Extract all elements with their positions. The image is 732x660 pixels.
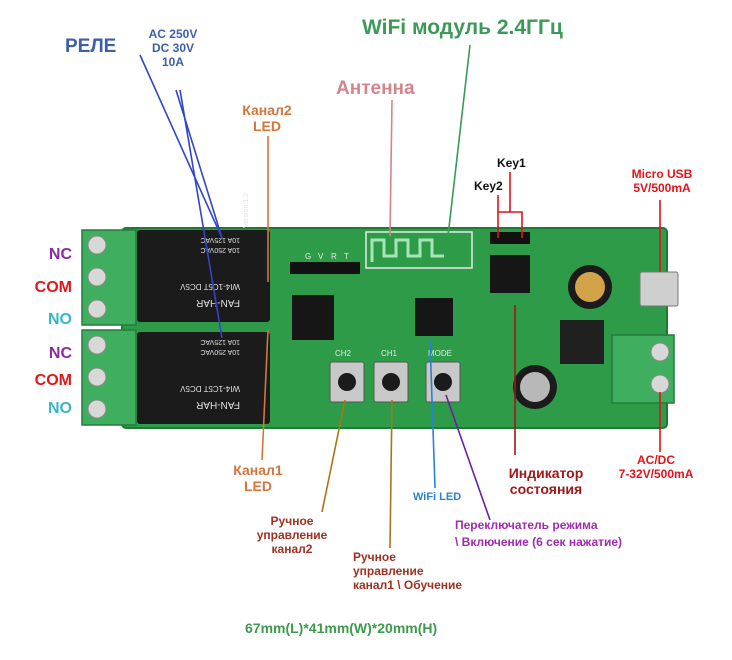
chip-wifi: [415, 298, 453, 336]
pin-header: [290, 262, 360, 274]
manual-ch1-label: Ручное управление канал1 \ Обучение: [353, 550, 463, 592]
relay-spec-line-3: 10A: [161, 54, 184, 69]
board-btn-label-ch1: CH1: [381, 349, 398, 358]
wifi-led-label: WiFi LED: [413, 491, 462, 503]
line-relay-top: [175, 89, 223, 239]
board-pin-r: R: [331, 252, 337, 261]
channel1-led-line-1: Канал1: [233, 462, 283, 478]
board-pin-g: G: [305, 252, 311, 261]
relay-top-rating-2: 10A 250VAC: [200, 246, 240, 253]
channel2-led-label: Канал2 LED: [232, 102, 302, 134]
mode-switch-label: Переключатель режима \ Включение (6 сек …: [455, 517, 622, 552]
key-pins: [490, 232, 530, 244]
terminal-screws: [87, 235, 107, 419]
terminal-2-no: NO: [48, 400, 72, 417]
channel1-led-label: Канал1 LED: [222, 462, 294, 494]
line-relay-bottom: [179, 89, 223, 339]
board-btn-label-mode: MODE: [428, 349, 452, 358]
manual-ch2-line-2: управление: [256, 527, 328, 542]
chip-right: [490, 255, 530, 293]
micro-usb-line-1: Micro USB: [631, 167, 693, 181]
power-input-line-1: AC/DC: [637, 453, 675, 467]
board-pin-v: V: [318, 252, 324, 261]
relay-spec-line-2: DC 30V: [151, 40, 195, 55]
relay-bottom-model: WI4-1C5T DC5V: [179, 384, 240, 393]
button-ch1: [373, 361, 409, 403]
micro-usb-label: Micro USB 5V/500mA: [617, 167, 707, 196]
terminal-2-com: COM: [34, 372, 72, 389]
power-screw-1: [650, 342, 670, 362]
pcb-edge: [121, 227, 668, 429]
mode-switch-line-1: Переключатель режима: [455, 518, 598, 532]
line-manual-ch2: [321, 399, 346, 513]
line-key1: [509, 172, 523, 238]
button-ch2: [329, 361, 365, 403]
line-ch1-led: [261, 329, 269, 461]
channel1-led-line-2: LED: [244, 478, 272, 495]
line-wifi-led: [429, 339, 436, 489]
key2-label: Key2: [474, 179, 503, 193]
manual-ch2-line-3: канал2: [271, 541, 313, 556]
terminal-1-no: NO: [48, 311, 72, 328]
relay-top-rating-1: 10A 125VAC: [200, 236, 240, 243]
capacitor-top-cap: [575, 272, 605, 302]
board-version: Version:1.2: [243, 193, 250, 228]
power-screw-2: [650, 374, 670, 394]
channel2-led-line-1: Канал2: [242, 102, 292, 118]
power-input-line-2: 7-32V/500mA: [618, 466, 694, 481]
relay-top-model: WI4-1C5T DC5V: [179, 282, 240, 291]
antenna-trace: [370, 238, 444, 262]
antenna-label: Антенна: [336, 78, 415, 99]
relay-spec-line-1: AC 250V: [148, 27, 198, 41]
status-indicator-line-1: Индикатор: [508, 465, 584, 481]
line-mode: [445, 394, 491, 521]
relay-bottom-rating-1: 10A 125VAC: [200, 338, 240, 345]
manual-ch1-line-2: управление: [353, 563, 424, 578]
line-antenna: [389, 99, 393, 237]
mode-switch-line-2: \ Включение (6 сек нажатие): [455, 535, 623, 550]
terminal-2-nc: NC: [48, 345, 72, 362]
manual-ch2-label: Ручное управление канал2: [252, 514, 332, 556]
relay-top-brand: FAN-HAR: [196, 297, 240, 308]
line-wifi-module: [447, 44, 471, 237]
relay-bottom: [137, 332, 270, 424]
relay-spec: AC 250V DC 30V 10A: [138, 27, 208, 69]
terminal-1-com: COM: [34, 279, 72, 296]
relay-label: РЕЛЕ: [65, 36, 117, 57]
board-pin-t: T: [344, 252, 349, 261]
board-btn-label-ch2: CH2: [335, 349, 352, 358]
key1-label: Key1: [497, 156, 526, 170]
status-indicator-line-2: состояния: [509, 481, 583, 498]
status-indicator-label: Индикатор состояния: [488, 465, 604, 497]
dimensions-label: 67mm(L)*41mm(W)*20mm(H): [245, 620, 438, 636]
relay-top: [137, 230, 270, 322]
manual-ch1-line-3: канал1 \ Обучение: [353, 577, 463, 592]
micro-usb-line-2: 5V/500mA: [633, 180, 691, 195]
chip-left: [292, 295, 334, 340]
relay-bottom-rating-2: 10A 250VAC: [200, 348, 240, 355]
title-label: WiFi модуль 2.4ГГц: [362, 16, 563, 39]
inductor: [560, 320, 604, 364]
capacitor-bottom-cap: [520, 372, 550, 402]
manual-ch1-line-1: Ручное: [353, 550, 396, 564]
micro-usb-port: [639, 271, 679, 307]
leader-lines: [139, 44, 661, 549]
channel2-led-line-2: LED: [253, 118, 281, 135]
relay-bottom-brand: FAN-HAR: [196, 399, 240, 410]
line-manual-ch1: [389, 399, 393, 549]
terminal-1-nc: NC: [48, 246, 72, 263]
line-key2: [497, 195, 510, 213]
line-relay-spec: [139, 54, 223, 239]
power-input-label: AC/DC 7-32V/500mA: [606, 453, 706, 482]
button-mode: [425, 361, 461, 403]
manual-ch2-line-1: Ручное: [270, 514, 314, 528]
